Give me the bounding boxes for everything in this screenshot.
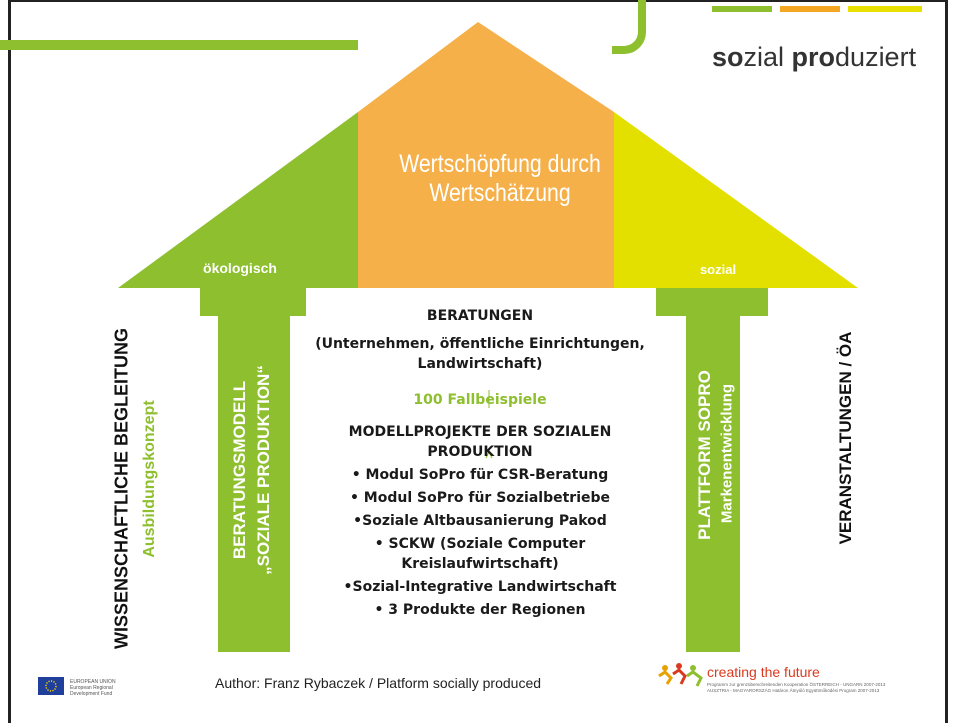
decorative-green-bar (0, 40, 358, 50)
center-content: BERATUNGEN (Unternehmen, öffentliche Ein… (312, 306, 648, 620)
logo-bar-green (712, 6, 772, 12)
eu-text-line: EUROPEAN UNION (70, 679, 116, 685)
left-pillar-line2: „SOZIALE PRODUKTION“ (254, 365, 273, 575)
center-projects-heading: MODELLPROJEKTE DER SOZIALEN PRODUKTION (348, 424, 612, 460)
center-item: • SCKW (Soziale Computer Kreislaufwirtsc… (374, 536, 586, 572)
decorative-green-hook (612, 0, 646, 54)
eu-stars-icon (45, 680, 57, 692)
label-oekologisch: ökologisch (203, 260, 277, 276)
right-outer-line1: VERANSTALTUNGEN / ÖA (836, 331, 855, 545)
logo-bar-orange (780, 6, 840, 12)
creating-future-title: creating the future (707, 664, 820, 680)
center-item: • Modul SoPro für CSR-Beratung (351, 467, 609, 483)
left-outer-line2: Ausbildungskonzept (141, 400, 158, 558)
center-item: •Sozial-Integrative Landwirtschaft (343, 579, 617, 595)
pillar-left (200, 288, 306, 652)
roof-yellow-section (614, 112, 858, 288)
eu-text: EUROPEAN UNION European Regional Develop… (70, 679, 116, 697)
center-cases: 100 Fallbeispiele (413, 392, 547, 408)
right-pillar-line1: PLATTFORM SOPRO (695, 370, 714, 540)
creating-future-logo-icon (658, 663, 703, 687)
center-item: • Modul SoPro für Sozialbetriebe (349, 490, 611, 506)
program-line: AUSZTRIA - MAGYARORSZÁG Határon Átnyúló … (707, 688, 880, 693)
author-credit: Author: Franz Rybaczek / Platform social… (215, 675, 542, 691)
connector-arrow (485, 450, 493, 459)
pillar-right (656, 288, 768, 652)
frame-right (945, 0, 948, 723)
left-outer-line1: WISSENSCHAFTLICHE BEGLEITUNG (111, 328, 132, 650)
center-item: • 3 Produkte der Regionen (374, 602, 586, 618)
label-sozial: sozial (699, 262, 737, 277)
frame-top (8, 0, 948, 2)
eu-text-line: European Regional (70, 685, 113, 691)
right-pillar-line2: Markenentwicklung (718, 383, 736, 524)
left-pillar-line1: BERATUNGSMODELL (230, 380, 249, 560)
eu-flag-icon (38, 677, 64, 695)
logo-bar-yellow (848, 6, 922, 12)
creating-future-program: Programm zur grenzüberschreitenden Koope… (707, 682, 947, 694)
eu-text-line: Development Fund (70, 691, 113, 697)
roof-green-section (118, 112, 358, 288)
roof-title: Wertschöpfung durch Wertschätzung (399, 150, 601, 207)
center-item: •Soziale Altbausanierung Pakod (353, 513, 607, 529)
center-heading: BERATUNGEN (426, 308, 534, 324)
logo-sozial-produziert: sozial produziert (712, 42, 917, 72)
program-line: Programm zur grenzüberschreitenden Koope… (707, 682, 886, 687)
frame-left (8, 0, 11, 723)
roof-orange-section (358, 22, 614, 288)
center-subheading: (Unternehmen, öffentliche Einrichtungen,… (315, 336, 645, 372)
